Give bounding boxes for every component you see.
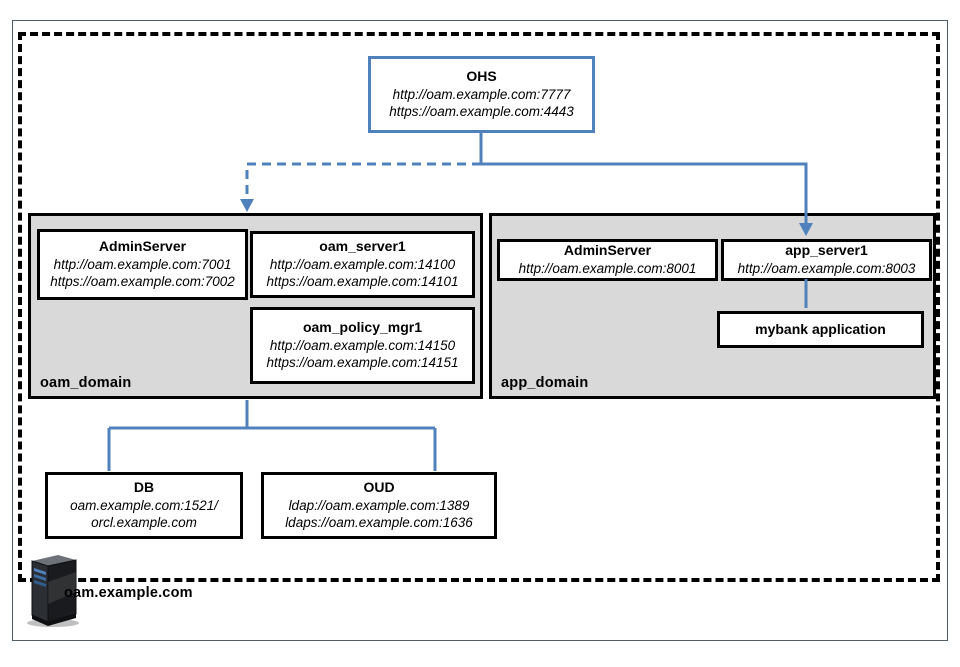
node-oam-policy-mgr1-title: oam_policy_mgr1 (302, 319, 423, 336)
node-oud-title: OUD (363, 479, 395, 496)
outer-frame (12, 20, 948, 641)
node-app-adminserver-url-http: http://oam.example.com:8001 (518, 261, 697, 277)
node-db: DB oam.example.com:1521/ orcl.example.co… (45, 472, 243, 539)
node-app-server1: app_server1 http://oam.example.com:8003 (721, 239, 932, 281)
node-ohs-url-https: https://oam.example.com:4443 (389, 104, 574, 120)
node-oam-server1-url-http: http://oam.example.com:14100 (269, 257, 456, 273)
node-oam-policy-mgr1-url-https: https://oam.example.com:14151 (266, 355, 459, 371)
node-oam-policy-mgr1-url-http: http://oam.example.com:14150 (269, 338, 456, 354)
node-db-title: DB (133, 479, 155, 496)
server-tower-icon (27, 555, 79, 627)
node-app-server1-url-http: http://oam.example.com:8003 (737, 261, 916, 277)
node-oud-url-ldaps: ldaps://oam.example.com:1636 (285, 515, 473, 531)
node-app-adminserver: AdminServer http://oam.example.com:8001 (497, 239, 718, 281)
node-app-server1-title: app_server1 (785, 242, 868, 259)
node-oam-adminserver-url-http: http://oam.example.com:7001 (53, 257, 232, 273)
node-oam-server1-url-https: https://oam.example.com:14101 (266, 274, 459, 290)
node-ohs: OHS http://oam.example.com:7777 https://… (368, 56, 595, 133)
node-oam-adminserver-url-https: https://oam.example.com:7002 (50, 274, 235, 290)
node-oam-policy-mgr1: oam_policy_mgr1 http://oam.example.com:1… (250, 307, 475, 384)
node-ohs-url-http: http://oam.example.com:7777 (392, 87, 571, 103)
node-oud-url-ldap: ldap://oam.example.com:1389 (288, 498, 470, 514)
host-boundary-dashed-border (18, 32, 940, 582)
node-app-adminserver-title: AdminServer (563, 242, 652, 259)
node-mybank-application-title: mybank application (755, 320, 886, 337)
app-domain-box: AdminServer http://oam.example.com:8001 … (489, 213, 936, 399)
node-oud: OUD ldap://oam.example.com:1389 ldaps://… (261, 472, 497, 539)
node-db-connect-line2: orcl.example.com (91, 515, 197, 531)
oam-domain-box: AdminServer http://oam.example.com:7001 … (28, 213, 483, 399)
oam-domain-label: oam_domain (40, 375, 132, 391)
app-domain-label: app_domain (501, 375, 589, 391)
node-oam-adminserver: AdminServer http://oam.example.com:7001 … (37, 229, 248, 300)
node-oam-adminserver-title: AdminServer (98, 238, 187, 255)
node-oam-server1: oam_server1 http://oam.example.com:14100… (250, 231, 475, 298)
node-mybank-application: mybank application (717, 311, 924, 348)
node-ohs-title: OHS (466, 68, 497, 85)
node-db-connect-line1: oam.example.com:1521/ (70, 498, 218, 514)
node-oam-server1-title: oam_server1 (319, 238, 406, 255)
host-label: oam.example.com (64, 585, 193, 601)
